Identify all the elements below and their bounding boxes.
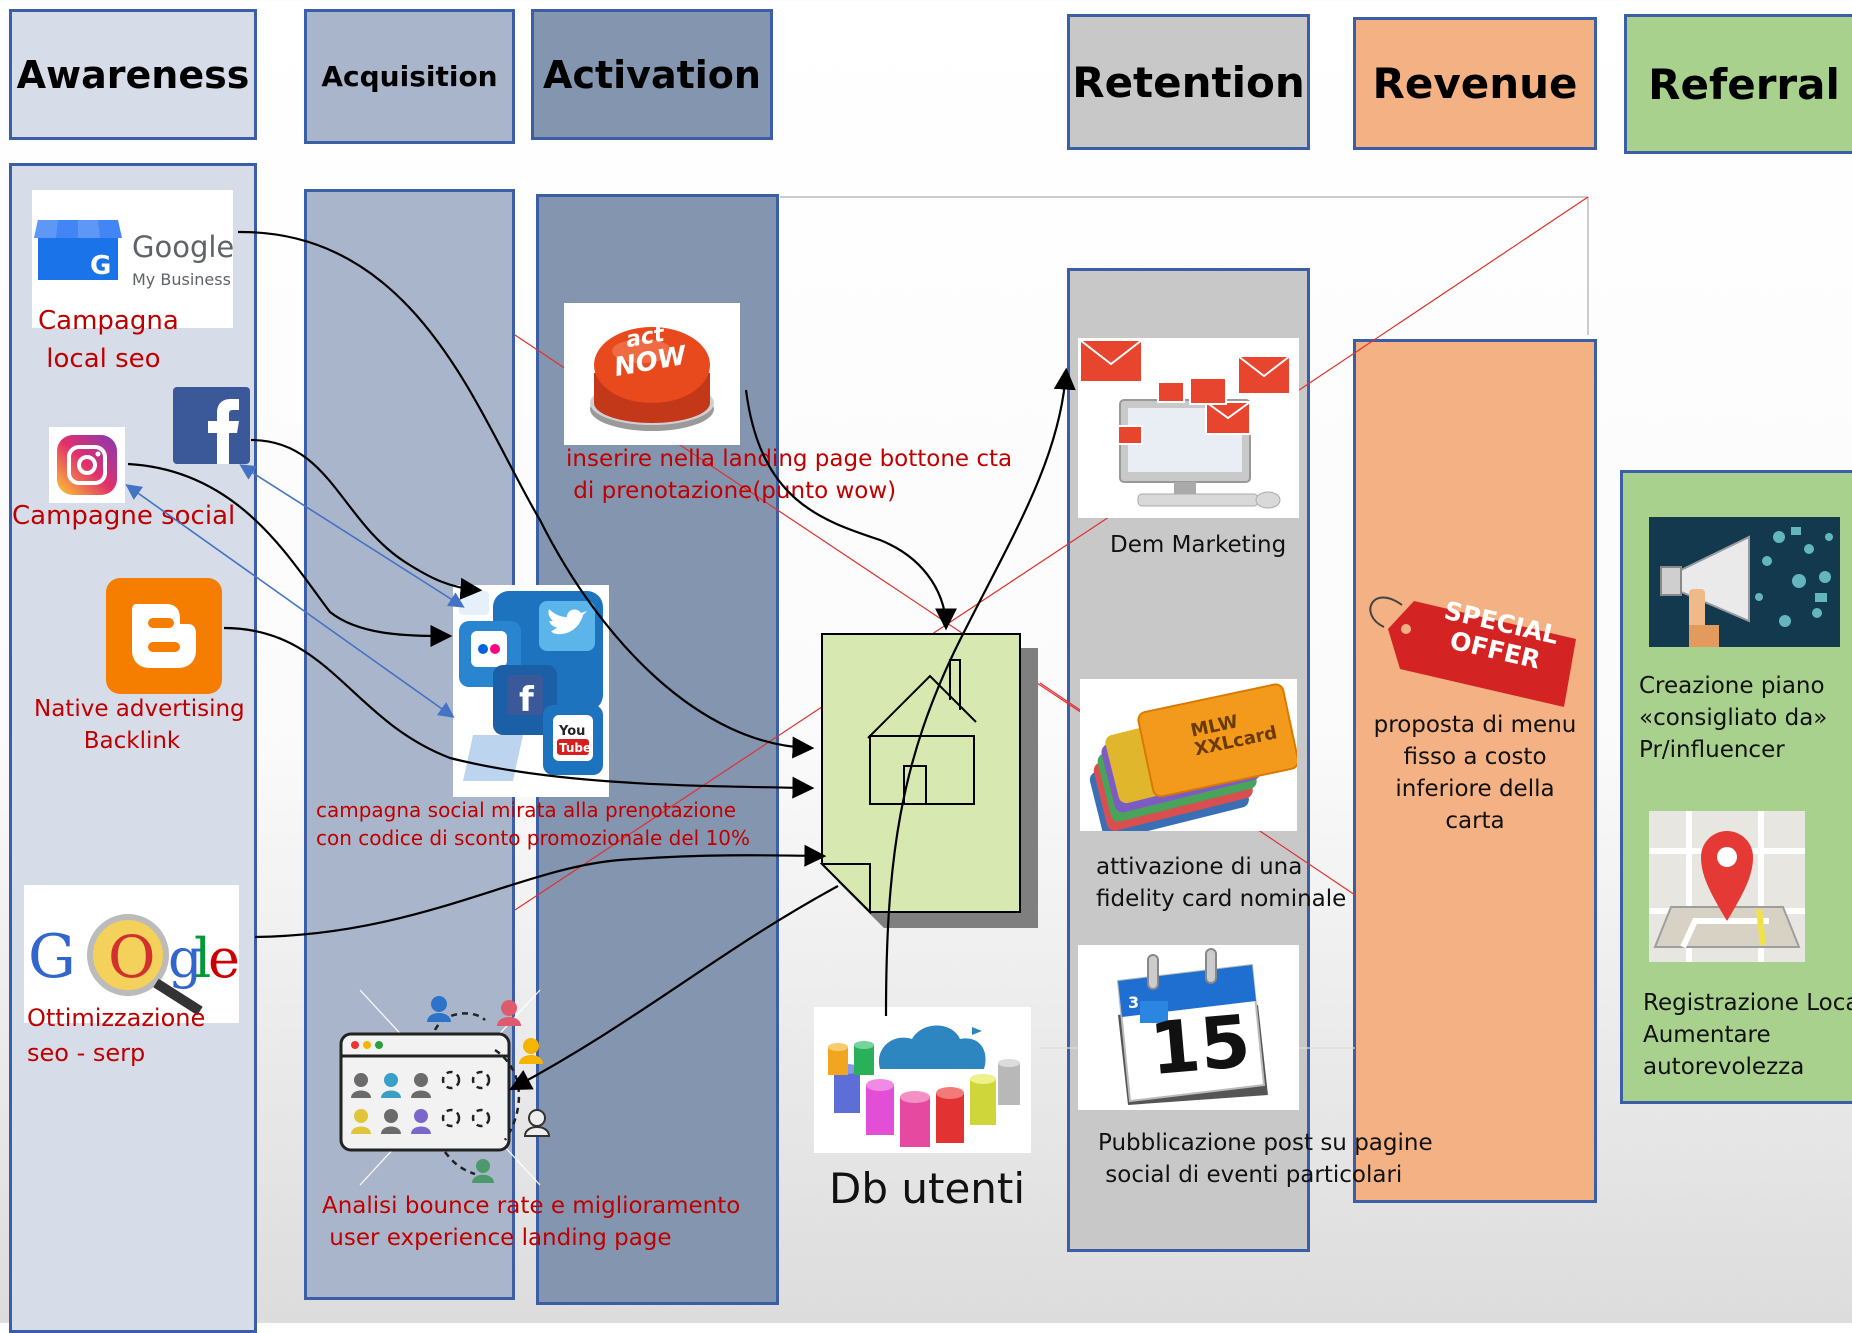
- fidelity-card-label: attivazione di una fidelity card nominal…: [1096, 854, 1347, 912]
- calendar-day-number: 15: [1146, 998, 1254, 1092]
- header-referral-label: Referral: [1648, 59, 1840, 109]
- svg-text:G: G: [90, 251, 111, 281]
- users-analytics-icon: [335, 990, 555, 1190]
- google-my-business-logo: G Google My Business: [32, 190, 235, 328]
- instagram-icon: [49, 427, 125, 503]
- native-advertising-label: Native advertising Backlink: [34, 696, 245, 754]
- cta-label: inserire nella landing page bottone cta …: [566, 446, 1013, 504]
- header-acquisition: Acquisition: [304, 9, 515, 144]
- act-now-button-image: act NOW: [564, 303, 740, 445]
- svg-text:You: You: [558, 724, 585, 739]
- megaphone-influencer-icon: [1649, 517, 1840, 647]
- special-offer-tag: SPECIAL OFFER: [1362, 585, 1582, 715]
- local-map-pin-icon: [1649, 811, 1805, 962]
- social-campaigns-label: Campagne social: [12, 501, 236, 531]
- awareness-column: [9, 163, 257, 1333]
- header-activation-label: Activation: [543, 52, 761, 97]
- landing-page-document: [818, 630, 1038, 930]
- calendar-small-day: 3: [1128, 993, 1140, 1012]
- google-magnifier-logo: G O g l e: [24, 885, 240, 1023]
- my-business-word: My Business: [132, 270, 231, 289]
- seo-optimization-label: Ottimizzazione seo - serp: [27, 1004, 206, 1067]
- revenue-column: [1353, 339, 1597, 1203]
- svg-text:G: G: [28, 922, 76, 992]
- social-media-bubbles-icon: f You Tube: [453, 585, 609, 797]
- header-awareness: Awareness: [9, 9, 257, 140]
- local-registration-label: Registrazione Local Aumentare autorevole…: [1643, 990, 1852, 1080]
- social-campaign-label: campagna social mirata alla prenotazione…: [316, 798, 751, 850]
- svg-text:g: g: [168, 927, 203, 990]
- bounce-rate-label: Analisi bounce rate e miglioramento user…: [322, 1193, 741, 1251]
- blogger-icon: [106, 578, 222, 694]
- facebook-icon: [173, 387, 250, 464]
- fixed-menu-label: proposta di menu fisso a costo inferiore…: [1373, 712, 1577, 834]
- svg-text:O: O: [108, 923, 156, 991]
- db-users-label: Db utenti: [829, 1164, 1026, 1213]
- google-word: Google: [132, 230, 235, 264]
- calendar-icon: 3 15: [1078, 945, 1299, 1110]
- svg-text:l: l: [194, 927, 211, 990]
- email-marketing-icon: [1078, 338, 1299, 518]
- header-revenue: Revenue: [1353, 17, 1597, 150]
- header-awareness-label: Awareness: [16, 52, 250, 97]
- header-retention-label: Retention: [1072, 57, 1305, 107]
- svg-text:Tube: Tube: [559, 741, 591, 755]
- svg-text:e: e: [208, 927, 239, 990]
- header-activation: Activation: [531, 9, 773, 140]
- influencer-plan-label: Creazione piano «consigliato da» Pr/infl…: [1639, 673, 1828, 763]
- svg-text:f: f: [519, 680, 535, 720]
- local-seo-label: Campagna local seo: [38, 306, 179, 374]
- database-cloud-icon: [814, 1007, 1031, 1153]
- event-posts-label: Pubblicazione post su pagine social di e…: [1098, 1130, 1433, 1188]
- header-revenue-label: Revenue: [1372, 59, 1578, 108]
- header-acquisition-label: Acquisition: [321, 60, 498, 93]
- header-retention: Retention: [1067, 14, 1310, 150]
- header-referral: Referral: [1624, 14, 1852, 154]
- fidelity-cards-icon: MLW XXLcard: [1080, 679, 1300, 841]
- dem-marketing-label: Dem Marketing: [1110, 532, 1287, 558]
